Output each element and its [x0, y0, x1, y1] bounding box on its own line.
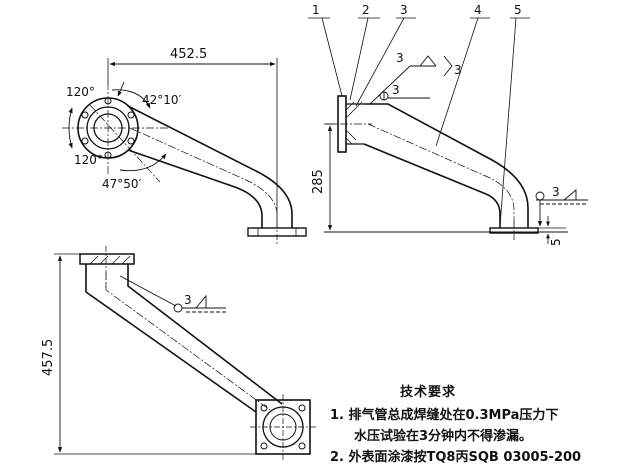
note-line-3: 2. 外表面涂漆按TQ8丙SQB 03005-200 [330, 450, 582, 465]
part-label-4: 4 [474, 3, 482, 17]
elevation-view [308, 17, 588, 244]
weld-size-b: 3 [454, 63, 462, 77]
dim-offset-small: 5 [549, 238, 563, 246]
technical-requirements: 技术要求 1. 排气管总成焊缝处在0.3MPa压力下 水压试验在3分钟内不得渗漏… [330, 382, 620, 468]
notes-title: 技术要求 [400, 385, 457, 400]
weld-size-e: 3 [184, 293, 192, 307]
angle-120-bottom: 120° [74, 153, 103, 167]
part-label-2: 2 [362, 3, 370, 17]
angle-120-top: 120° [66, 85, 95, 99]
dim-length-top: 452.5 [170, 47, 207, 62]
note-line-2: 水压试验在3分钟内不得渗漏。 [354, 429, 533, 444]
angle-47: 47°50′ [102, 177, 142, 191]
dim-height-bottom: 457.5 [41, 339, 56, 376]
part-label-5: 5 [514, 3, 522, 17]
weld-size-c: 3 [392, 83, 400, 97]
dim-height-side: 285 [311, 169, 326, 194]
weld-size-a: 3 [396, 51, 404, 65]
plan-view [62, 58, 307, 244]
part-label-3: 3 [400, 3, 408, 17]
angle-42: 42°10′ [142, 93, 182, 107]
part-label-1: 1 [312, 3, 320, 17]
bottom-view [54, 246, 316, 460]
note-line-1: 1. 排气管总成焊缝处在0.3MPa压力下 [330, 408, 559, 423]
weld-size-d: 3 [552, 185, 560, 199]
